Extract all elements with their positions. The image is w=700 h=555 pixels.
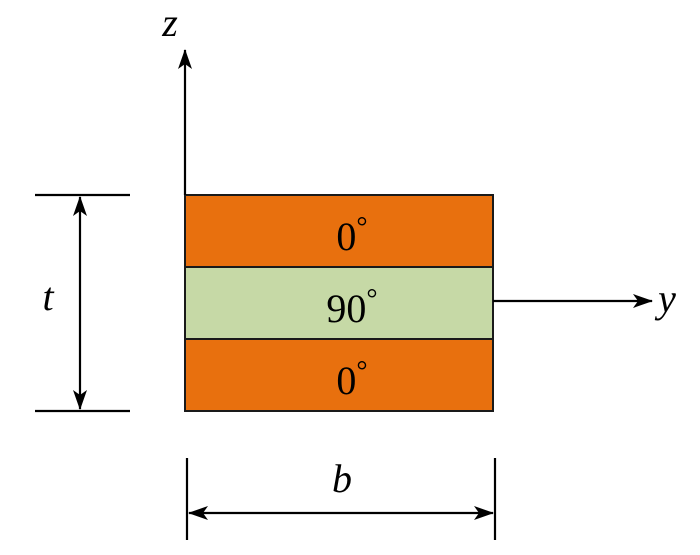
ply-top	[184, 194, 494, 268]
ply-top-angle-label: 0°	[336, 212, 367, 259]
width-label: b	[332, 456, 352, 501]
z-axis-label: z	[161, 0, 178, 45]
thickness-label: t	[42, 274, 54, 319]
ply-middle-angle-label: 90°	[326, 284, 377, 331]
y-axis-label: y	[654, 276, 676, 321]
ply-bottom	[184, 338, 494, 412]
ply-middle	[184, 266, 494, 340]
ply-bottom-angle-label: 0°	[336, 356, 367, 403]
laminate-stack	[184, 194, 494, 412]
